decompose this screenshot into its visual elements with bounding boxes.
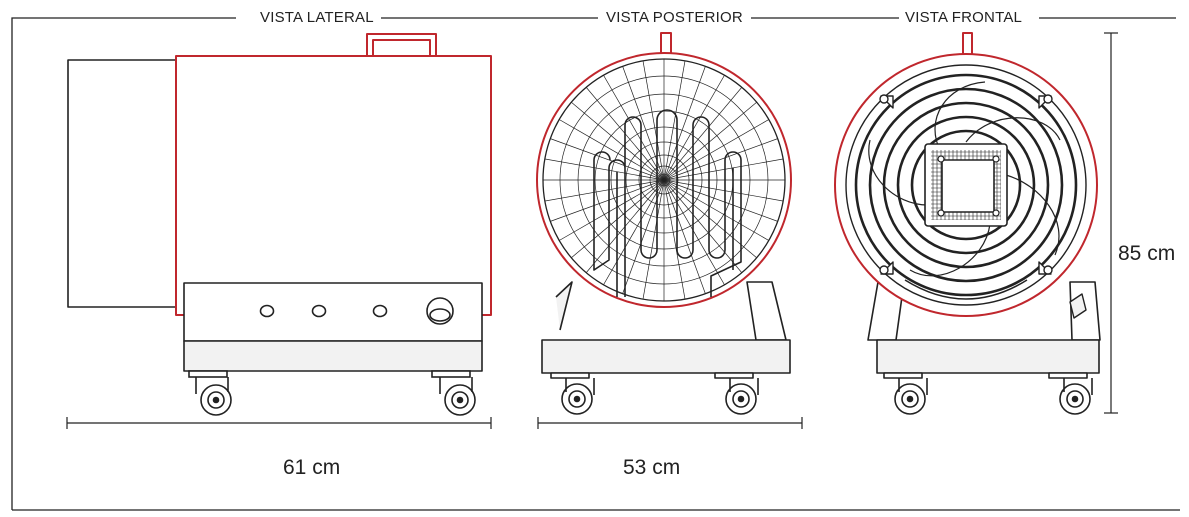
view-title-frontal: VISTA FRONTAL: [899, 9, 1029, 26]
front-base: [876, 339, 1100, 374]
grille-spoke: [568, 99, 665, 181]
front-frame-brackets: [879, 94, 1053, 275]
dimension-line-depth: [66, 417, 492, 429]
grille-spoke: [663, 179, 782, 224]
grille-spoke: [641, 179, 665, 301]
grille-spoke: [555, 117, 665, 181]
rear-base: [541, 339, 791, 374]
grille-spoke: [601, 71, 665, 181]
dimension-line-width: [537, 417, 803, 429]
side-view: [67, 33, 492, 372]
side-casters: [188, 370, 476, 416]
front-side-switch: [1069, 293, 1087, 319]
knob-2: [311, 304, 327, 318]
grille-spoke: [555, 179, 665, 243]
front-guard-rings: [854, 73, 1078, 297]
front-view: [834, 32, 1101, 415]
dimension-line-height: [1104, 32, 1118, 414]
side-rear-housing: [67, 59, 179, 308]
grille-spoke: [663, 71, 727, 181]
front-outlet-lip: [904, 279, 1028, 300]
fan-blades: [868, 81, 1061, 277]
grille-spoke: [663, 179, 708, 298]
grille-spoke: [663, 179, 760, 261]
grille-spoke: [546, 179, 665, 224]
grille-spoke: [543, 157, 665, 181]
view-title-posterior: VISTA POSTERIOR: [600, 9, 749, 26]
rear-grille: [543, 59, 785, 301]
side-handle: [366, 33, 437, 56]
dimension-height-label: 85 cm: [1118, 242, 1176, 266]
motor-cover: [941, 159, 995, 213]
motor-screws: [937, 155, 1000, 217]
frame-border: [11, 17, 1180, 511]
dimension-width-label: 53 cm: [623, 456, 681, 480]
grille-spoke: [663, 179, 687, 301]
rear-casters: [550, 372, 759, 415]
grille-spoke: [663, 59, 687, 181]
grille-spoke: [663, 179, 727, 289]
view-title-lateral: VISTA LATERAL: [254, 9, 380, 26]
grille-spoke: [663, 99, 760, 181]
control-knobs: [259, 297, 454, 325]
side-body: [175, 55, 492, 316]
grille-spoke: [663, 117, 773, 181]
grille-spoke: [568, 179, 665, 261]
grille-spoke: [663, 136, 782, 181]
grille-spoke: [641, 59, 665, 181]
grille-spoke: [543, 179, 665, 203]
side-base: [183, 340, 483, 372]
grille-spoke: [583, 84, 665, 181]
grille-spoke: [601, 179, 665, 289]
grille-spoke: [583, 179, 665, 276]
knob-3: [372, 304, 388, 318]
rear-support-left: [555, 281, 573, 331]
front-casters: [883, 372, 1093, 415]
heating-element: [593, 109, 742, 297]
rear-view: [536, 32, 792, 415]
rear-support-right: [746, 281, 787, 341]
grille-spoke: [663, 179, 773, 243]
knob-1: [259, 304, 275, 318]
grille-spoke: [663, 62, 708, 181]
dimension-depth-label: 61 cm: [283, 456, 341, 480]
grille-spoke: [546, 136, 665, 181]
